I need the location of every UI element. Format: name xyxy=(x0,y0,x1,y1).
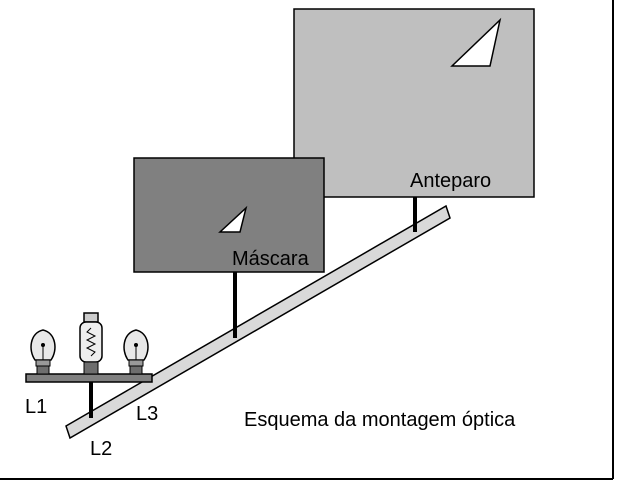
mask-rect xyxy=(133,157,325,273)
bulb-l1-base xyxy=(36,365,50,375)
lamp-label-l2: L2 xyxy=(90,438,112,460)
bulb-l3-base xyxy=(129,365,143,375)
bulb-l2-filament-coil xyxy=(85,327,97,357)
bulb-l3-filament xyxy=(134,343,138,347)
screen-rect xyxy=(293,8,535,198)
lamp-mounting-bar xyxy=(25,373,153,383)
optical-rail xyxy=(65,204,451,440)
bulb-l2-base xyxy=(83,361,99,375)
frosted-bulb-icon xyxy=(30,329,56,375)
frosted-bulb-icon xyxy=(123,329,149,375)
halogen-bulb-icon xyxy=(79,312,103,375)
bulb-l1-neck xyxy=(35,359,51,367)
mask-label: Máscara xyxy=(232,248,310,270)
screen-label: Anteparo xyxy=(410,170,491,192)
bulb-l2-cap xyxy=(83,312,99,323)
lamp-label-l1: L1 xyxy=(25,396,47,418)
lamp-label-l3: L3 xyxy=(136,403,158,425)
screen-panel: Anteparo xyxy=(293,8,535,198)
screen-triangle-image xyxy=(450,17,502,67)
mask-panel: Máscara xyxy=(133,157,325,273)
mask-triangle-aperture xyxy=(218,205,248,233)
bulb-l1-filament xyxy=(41,343,45,347)
diagram-caption: Esquema da montagem óptica xyxy=(244,409,516,431)
bulb-l3-neck xyxy=(128,359,144,367)
